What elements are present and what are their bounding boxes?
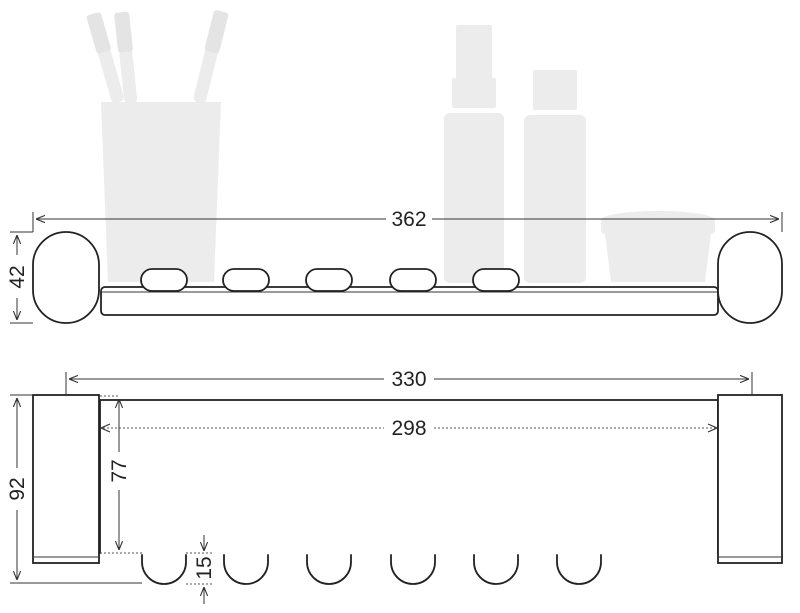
right-end-cap [717, 394, 783, 564]
toothbrushes-icon [86, 10, 229, 104]
tray-knobs [140, 268, 520, 292]
top-view: 330 298 92 77 [6, 368, 783, 604]
dimension-15: 15 [186, 535, 216, 604]
left-bracket [32, 231, 100, 324]
right-bracket [717, 231, 783, 324]
dimension-92: 92 [6, 394, 142, 584]
tray-top [99, 399, 719, 554]
spray-bottle-icon [444, 25, 504, 283]
dimension-298: 298 [99, 417, 719, 440]
cup-icon [101, 102, 221, 282]
dimension-label-42: 42 [6, 265, 29, 288]
jar-icon [601, 211, 715, 282]
dimension-label-298: 298 [391, 417, 426, 440]
left-end-cap [32, 394, 100, 564]
dimension-77: 77 [100, 395, 142, 554]
dimension-362: 362 [32, 208, 783, 232]
dimension-label-330: 330 [391, 368, 426, 391]
front-view: 362 42 [6, 10, 783, 324]
dimension-330: 330 [65, 368, 753, 395]
pump-bottle-icon [524, 70, 586, 283]
dimension-42: 42 [6, 231, 33, 324]
dimension-label-77: 77 [108, 459, 131, 482]
dimension-label-362: 362 [391, 208, 426, 231]
dimension-label-92: 92 [6, 477, 29, 500]
dimension-label-15: 15 [193, 556, 216, 579]
